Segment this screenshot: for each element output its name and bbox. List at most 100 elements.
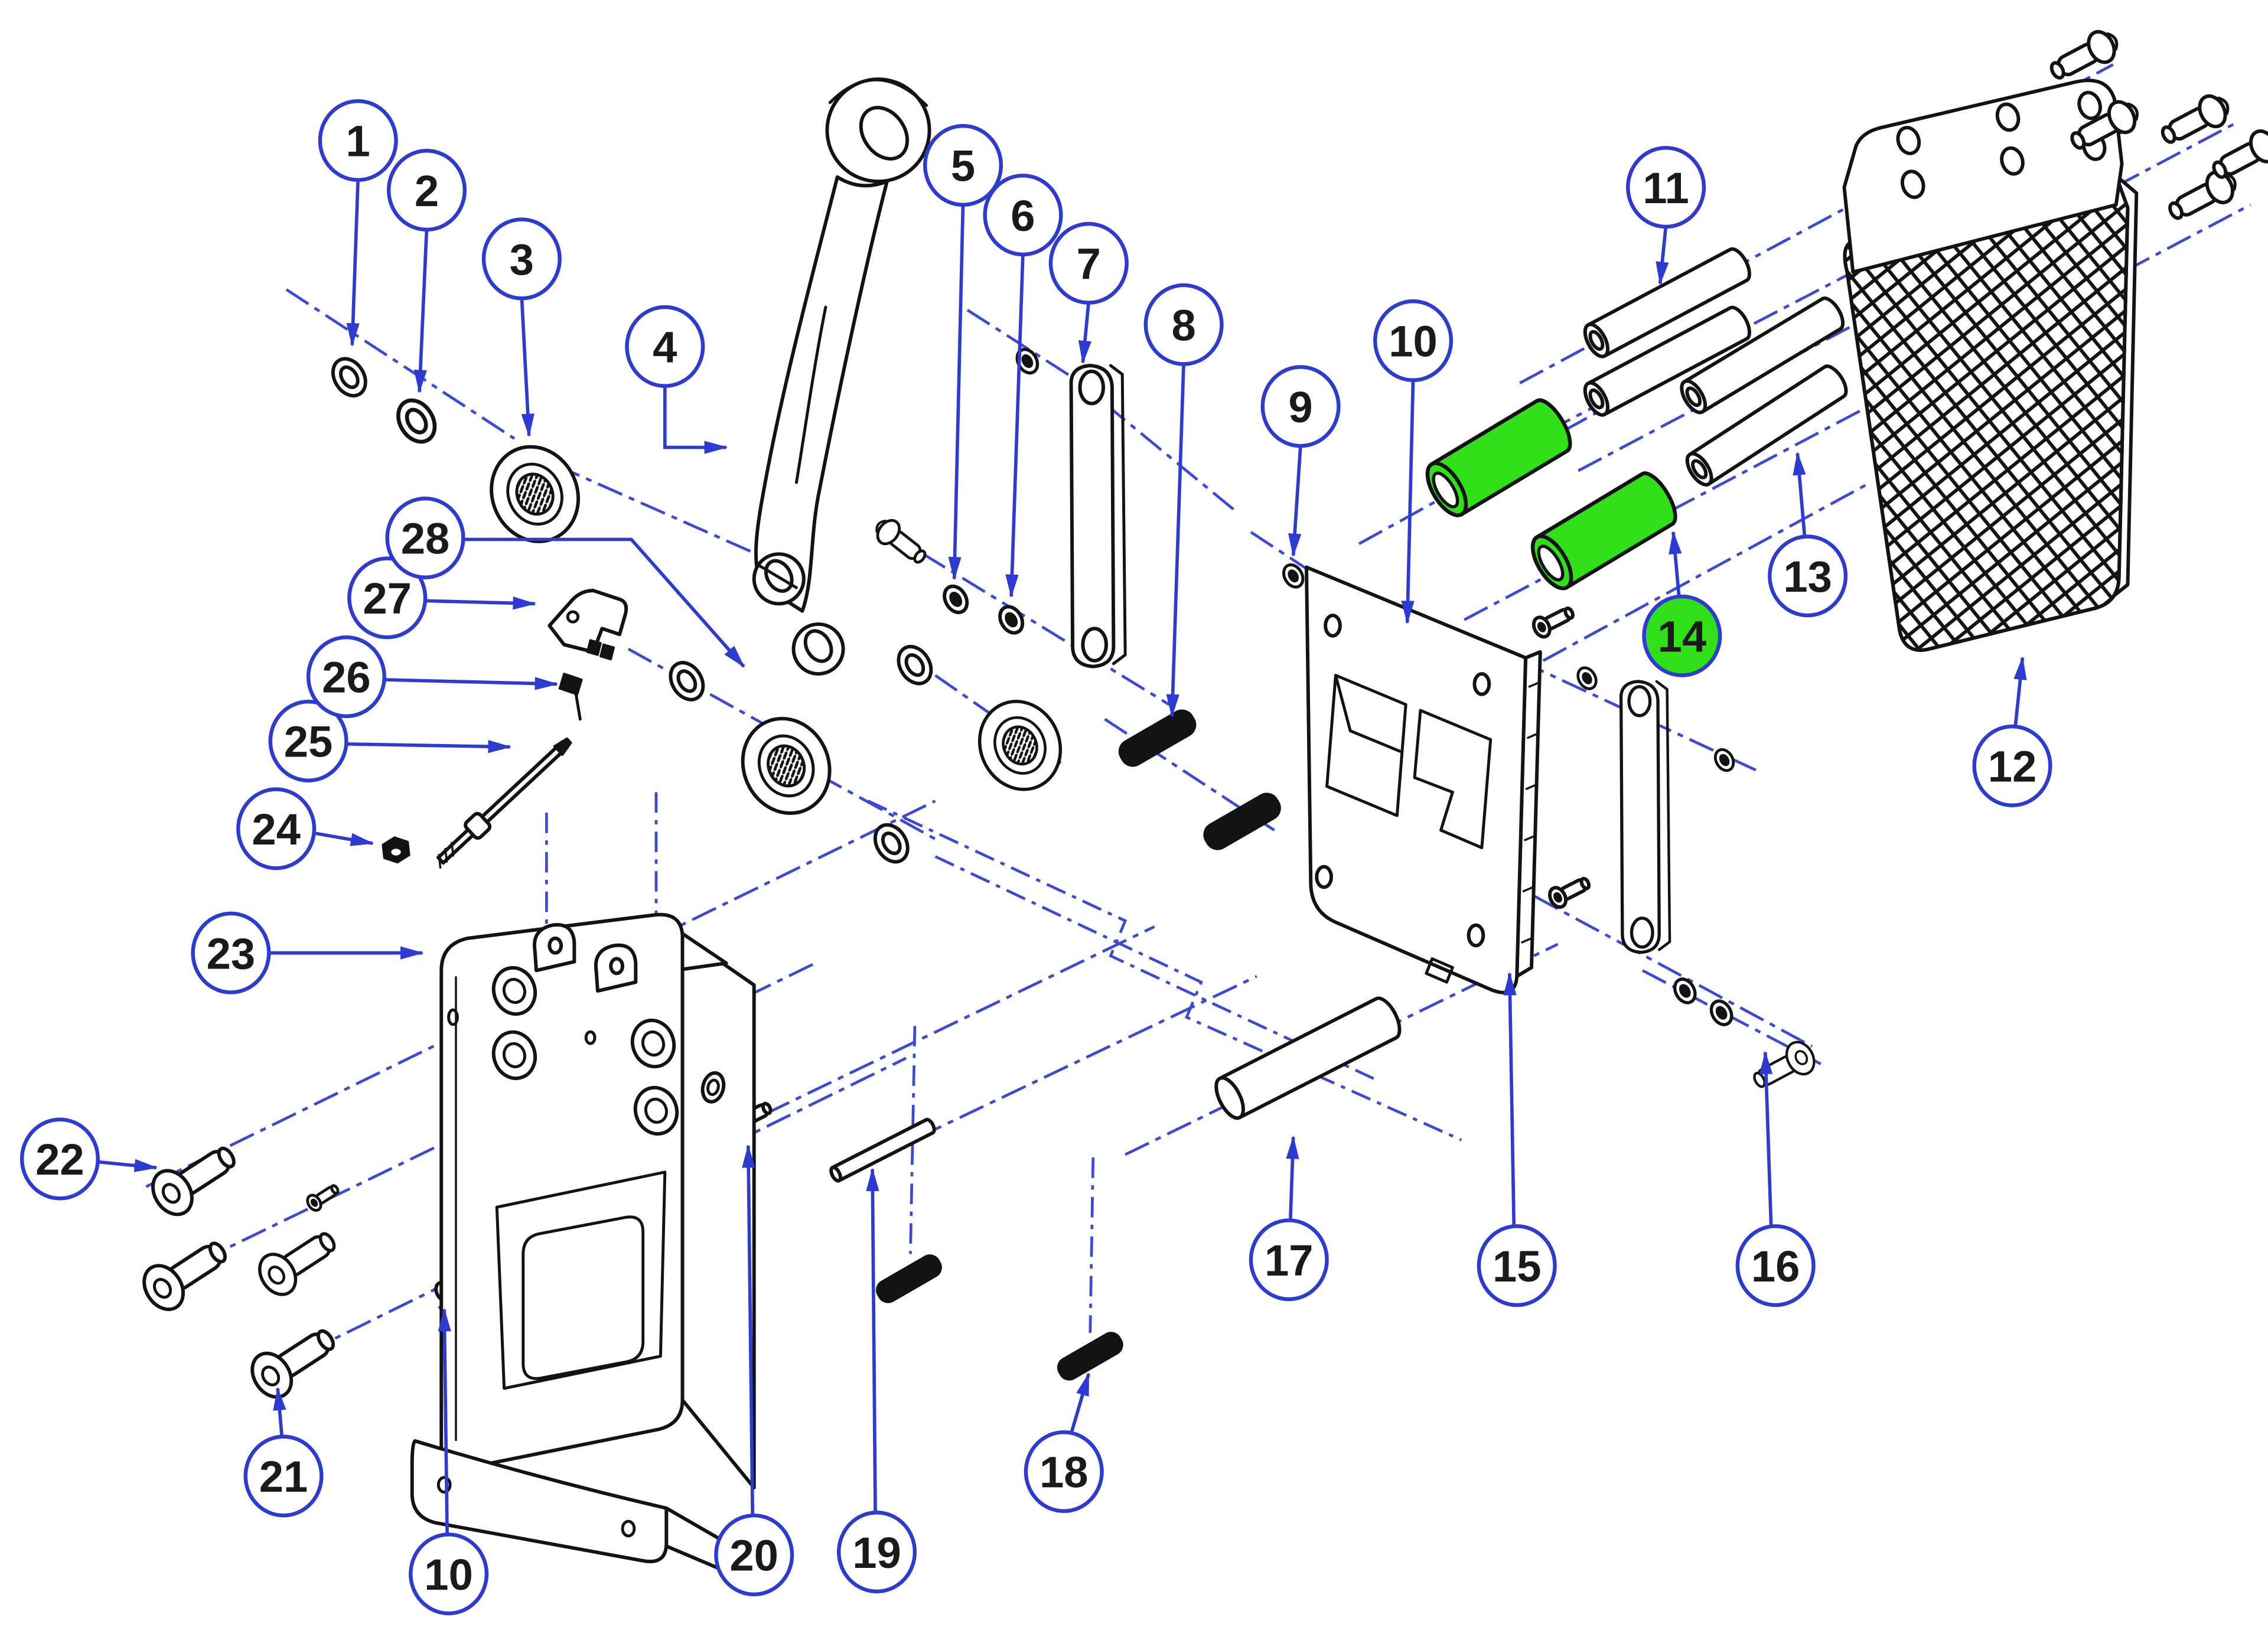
callout-balloon-4: 4 bbox=[625, 305, 705, 388]
callout-balloon-25: 25 bbox=[268, 699, 348, 782]
part-18-spring-pin bbox=[1053, 1328, 1127, 1384]
callout-balloon-7: 7 bbox=[1048, 221, 1129, 305]
callout-balloon-11: 11 bbox=[1626, 146, 1706, 229]
svg-text:17: 17 bbox=[1265, 1236, 1314, 1285]
callout-balloon-24: 24 bbox=[236, 787, 317, 870]
callout-balloon-12: 12 bbox=[1972, 724, 2052, 807]
part-19-dowel-pin bbox=[829, 1117, 936, 1183]
plate-screw bbox=[1547, 873, 1593, 910]
callout-balloon-5: 5 bbox=[923, 123, 1003, 207]
part-1-washer bbox=[327, 353, 372, 402]
part-7-link-bar bbox=[1071, 366, 1125, 667]
callout-6-leader bbox=[1005, 253, 1025, 598]
part-26-set-screw bbox=[558, 673, 583, 721]
svg-text:7: 7 bbox=[1077, 240, 1101, 289]
part-27-latch-clip bbox=[548, 589, 628, 661]
callout-balloon-16: 16 bbox=[1735, 1224, 1816, 1307]
part-4-crank-arm bbox=[752, 77, 931, 676]
callout-balloon-22: 22 bbox=[19, 1117, 100, 1201]
callout-balloon-10b: 10 bbox=[409, 1532, 489, 1616]
part-5-washer bbox=[940, 582, 972, 617]
callout-balloon-18: 18 bbox=[1024, 1430, 1104, 1513]
plate-screw bbox=[1530, 602, 1576, 640]
cluster-washer bbox=[892, 641, 937, 690]
callout-17-leader bbox=[1286, 1135, 1299, 1222]
callout-18-leader bbox=[1069, 1372, 1091, 1434]
callout-balloon-6: 6 bbox=[983, 174, 1063, 257]
svg-text:11: 11 bbox=[1643, 164, 1689, 213]
link-washer bbox=[1712, 746, 1737, 774]
svg-text:8: 8 bbox=[1171, 301, 1195, 350]
svg-text:2: 2 bbox=[415, 167, 439, 216]
callout-24-leader bbox=[314, 831, 374, 846]
part-25-threaded-rod bbox=[436, 737, 572, 869]
svg-text:28: 28 bbox=[401, 514, 450, 563]
svg-text:24: 24 bbox=[252, 805, 301, 854]
svg-text:6: 6 bbox=[1011, 191, 1035, 240]
callout-3-leader bbox=[520, 296, 535, 438]
callout-4-leader bbox=[663, 384, 728, 454]
svg-text:4: 4 bbox=[653, 323, 677, 372]
callout-27-leader bbox=[425, 596, 537, 610]
svg-text:10: 10 bbox=[1389, 317, 1438, 366]
cluster-washer bbox=[664, 657, 709, 706]
part-28-bearing bbox=[728, 705, 845, 827]
svg-text:21: 21 bbox=[259, 1452, 308, 1501]
callout-1-leader bbox=[346, 178, 360, 347]
callout-19-leader bbox=[866, 1168, 879, 1514]
callout-balloon-19: 19 bbox=[836, 1511, 917, 1594]
part-12-knurled-pad bbox=[1842, 79, 2139, 652]
callout-22-leader bbox=[97, 1159, 158, 1172]
part-8-spring-pin bbox=[1199, 788, 1286, 855]
arm-pivot-screw bbox=[871, 514, 931, 569]
part-24-nut bbox=[382, 836, 410, 864]
svg-text:5: 5 bbox=[951, 142, 975, 191]
svg-text:19: 19 bbox=[852, 1528, 901, 1577]
svg-text:13: 13 bbox=[1783, 552, 1832, 601]
callout-15-leader bbox=[1503, 971, 1517, 1228]
callout-14-leader bbox=[1669, 530, 1682, 598]
callout-8-leader bbox=[1166, 362, 1185, 718]
callout-12-leader bbox=[2013, 656, 2027, 728]
callout-balloon-1: 1 bbox=[318, 99, 398, 182]
svg-text:10: 10 bbox=[424, 1550, 473, 1599]
callout-balloon-17: 17 bbox=[1249, 1218, 1329, 1302]
callout-21-leader bbox=[273, 1387, 286, 1439]
part-16-screw bbox=[1748, 1038, 1819, 1097]
svg-text:20: 20 bbox=[729, 1531, 778, 1580]
callout-balloon-23: 23 bbox=[191, 911, 271, 994]
part-6-washer bbox=[995, 602, 1027, 637]
part-16-washer bbox=[1671, 976, 1699, 1006]
callout-balloon-20: 20 bbox=[714, 1513, 794, 1597]
right-link-bar bbox=[1621, 681, 1670, 953]
callout-5-leader bbox=[948, 203, 965, 581]
svg-text:27: 27 bbox=[363, 574, 412, 623]
callout-balloon-8: 8 bbox=[1143, 283, 1224, 366]
callout-26-leader bbox=[384, 677, 559, 690]
svg-text:23: 23 bbox=[207, 929, 256, 978]
callout-balloon-28: 28 bbox=[385, 496, 465, 579]
part-21-screw bbox=[245, 1318, 344, 1404]
part-15-mounting-plate bbox=[1304, 565, 1542, 994]
part-2-washer bbox=[391, 394, 442, 449]
callout-20-leader bbox=[742, 1144, 755, 1517]
callout-balloon-3: 3 bbox=[481, 217, 562, 301]
svg-text:9: 9 bbox=[1288, 383, 1312, 432]
part-23-main-body bbox=[410, 912, 756, 1580]
svg-text:25: 25 bbox=[284, 718, 333, 767]
callout-balloon-15: 15 bbox=[1477, 1224, 1557, 1307]
center-bearing bbox=[966, 689, 1074, 803]
small-screw bbox=[305, 1181, 341, 1213]
svg-text:18: 18 bbox=[1040, 1448, 1089, 1497]
part-14-bushing-highlighted bbox=[1525, 468, 1682, 594]
callout-balloon-21: 21 bbox=[243, 1434, 324, 1518]
part-3-bearing bbox=[477, 433, 594, 556]
callout-10b-leader bbox=[438, 1307, 451, 1536]
callout-balloon-2: 2 bbox=[386, 149, 467, 232]
part-8-spring-pin bbox=[1114, 705, 1201, 771]
svg-text:26: 26 bbox=[322, 653, 371, 702]
callout-2-leader bbox=[413, 228, 429, 393]
svg-text:3: 3 bbox=[510, 235, 534, 284]
flat-head-screw bbox=[136, 1230, 236, 1316]
callout-10a-leader bbox=[1401, 379, 1415, 624]
